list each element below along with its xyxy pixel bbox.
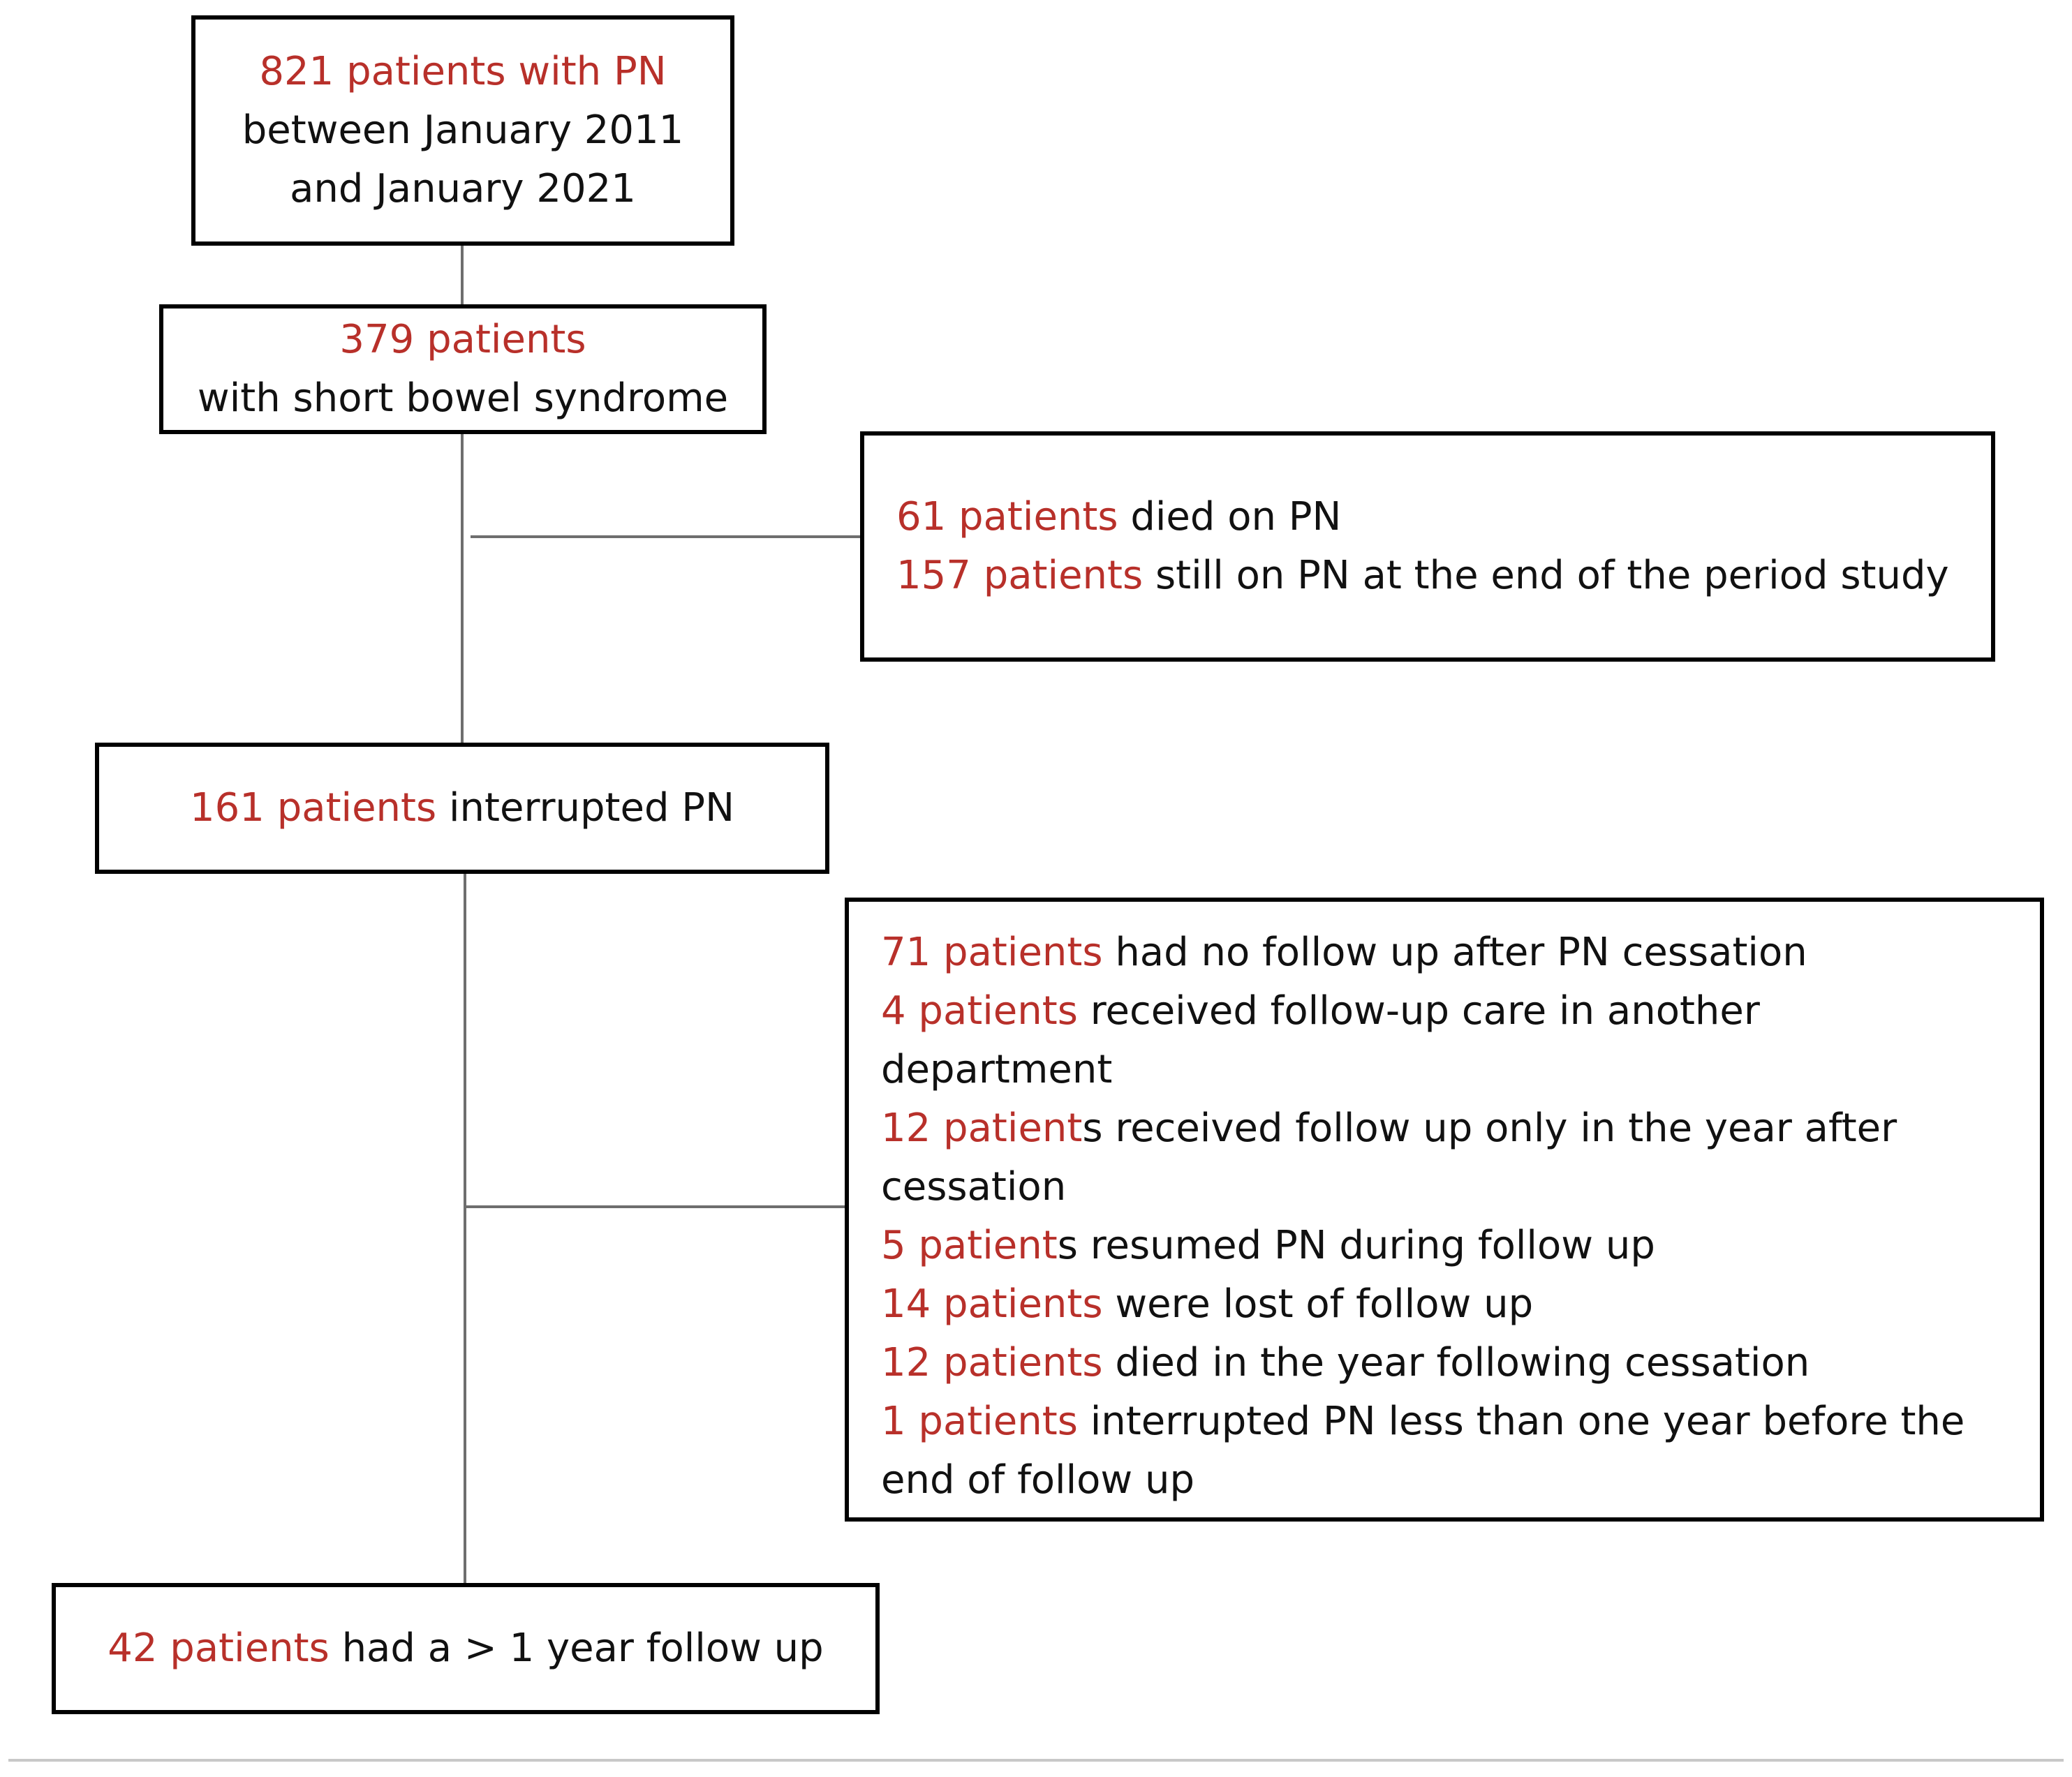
line-text: cessation	[881, 1164, 1067, 1210]
line-text: and January 2021	[290, 166, 636, 211]
excl2-line: department	[881, 1041, 2040, 1099]
patient-count: 161 patients	[190, 785, 437, 831]
bottom-divider	[8, 1759, 2064, 1762]
excl2-line: 12 patients died in the year following c…	[881, 1334, 2040, 1392]
line-text: had no follow up after PN cessation	[1102, 930, 1807, 975]
patient-count: 42 patients	[108, 1626, 330, 1671]
line-text: end of follow up	[881, 1457, 1195, 1503]
start-line: and January 2021	[290, 160, 636, 218]
connector-branch-excl1	[471, 535, 861, 538]
excl2-line: cessation	[881, 1158, 2040, 1217]
patient-count: 821 patients with PN	[259, 49, 667, 94]
line-text: s resumed PN during follow up	[1057, 1223, 1655, 1268]
box-final: 42 patients had a > 1 year follow up	[52, 1583, 880, 1714]
start-line: between January 2011	[242, 101, 684, 160]
line-text: still on PN at the end of the period stu…	[1143, 553, 1949, 598]
line-text: s received follow up only in the year af…	[1082, 1106, 1897, 1151]
interrupted-line: 161 patients interrupted PN	[190, 779, 734, 838]
excl2-line: 1 patients interrupted PN less than one …	[881, 1392, 2040, 1451]
patient-count: 1 patients	[881, 1399, 1078, 1444]
final-line: 42 patients had a > 1 year follow up	[108, 1619, 823, 1678]
excl2-line: 12 patients received follow up only in t…	[881, 1099, 2040, 1158]
line-text: died on PN	[1118, 494, 1342, 540]
start-line: 821 patients with PN	[259, 43, 666, 101]
line-text: died in the year following cessation	[1102, 1340, 1810, 1385]
patient-count: 379 patients	[339, 317, 586, 362]
excl1-line: 157 patients still on PN at the end of t…	[896, 547, 1991, 605]
excl2-line: 71 patients had no follow up after PN ce…	[881, 923, 2040, 982]
sbs-line: 379 patients	[339, 311, 586, 369]
box-exclusion-follow-up: 71 patients had no follow up after PN ce…	[845, 898, 2044, 1522]
excl2-line: 14 patients were lost of follow up	[881, 1275, 2040, 1334]
patient-count: 4 patients	[881, 988, 1078, 1034]
line-text: with short bowel syndrome	[197, 376, 729, 421]
line-text: had a > 1 year follow up	[329, 1626, 824, 1671]
box-short-bowel-syndrome: 379 patients with short bowel syndrome	[159, 304, 767, 434]
excl2-line: 5 patients resumed PN during follow up	[881, 1217, 2040, 1275]
patient-count: 12 patients	[881, 1340, 1103, 1385]
patient-count: 5 patient	[881, 1223, 1058, 1268]
line-text: were lost of follow up	[1102, 1281, 1534, 1327]
patient-count: 14 patients	[881, 1281, 1103, 1327]
excl2-line: 4 patients received follow-up care in an…	[881, 982, 2040, 1041]
patient-count: 71 patients	[881, 930, 1103, 975]
patient-count: 12 patient	[881, 1106, 1083, 1151]
connector-branch-excl2	[465, 1205, 846, 1208]
patient-count: 61 patients	[896, 494, 1118, 540]
excl1-line: 61 patients died on PN	[896, 488, 1991, 547]
line-text: department	[881, 1047, 1113, 1092]
box-start: 821 patients with PN between January 2011…	[191, 15, 734, 246]
connector-start-to-sbs	[461, 244, 464, 307]
connector-interrupted-to-final	[464, 872, 466, 1584]
line-text: interrupted PN less than one year before…	[1077, 1399, 1965, 1444]
line-text: between January 2011	[242, 107, 684, 153]
connector-sbs-to-interrupted	[461, 433, 464, 747]
excl2-line: end of follow up	[881, 1451, 2040, 1510]
box-interrupted-pn: 161 patients interrupted PN	[95, 743, 829, 874]
line-text: interrupted PN	[436, 785, 734, 831]
patient-count: 157 patients	[896, 553, 1144, 598]
sbs-line: with short bowel syndrome	[198, 369, 728, 428]
line-text: received follow-up care in another	[1077, 988, 1760, 1034]
